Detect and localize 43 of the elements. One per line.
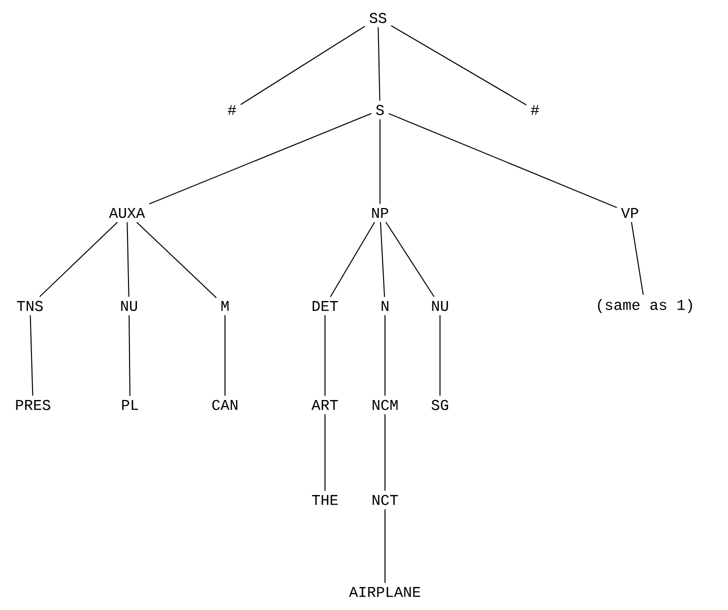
tree-label: M — [221, 301, 229, 311]
tree-label: S — [376, 104, 384, 116]
tree-branch — [388, 113, 618, 208]
tree-label: AIRPLANE — [349, 587, 420, 597]
tree-label: ART — [312, 400, 338, 410]
tree-branch — [384, 314, 386, 396]
tree-label: (same as 1) — [598, 299, 692, 313]
tree-branch — [378, 26, 380, 102]
tree-branch — [126, 222, 130, 298]
tree-branch — [385, 222, 435, 298]
tree-label: CAN — [212, 400, 238, 410]
tree-branch — [240, 26, 366, 106]
tree-branch — [630, 222, 644, 296]
tree-label: AUXA — [109, 208, 145, 218]
tree-label: NP — [372, 208, 388, 218]
tree-label: SS — [370, 12, 386, 24]
tree-branch — [324, 414, 326, 492]
tree-label: THE — [312, 495, 338, 505]
tree-branch — [390, 25, 527, 106]
tree-label: PRES — [16, 400, 50, 410]
tree-label: NU — [432, 300, 448, 311]
tree-label: # — [228, 105, 236, 115]
tree-branch — [384, 414, 386, 492]
tree-branch — [136, 222, 217, 298]
tree-branch — [128, 314, 130, 396]
tree-label: NCT — [372, 494, 398, 506]
tree-label: SG — [432, 400, 448, 410]
tree-branch — [224, 314, 226, 396]
tree-label: # — [530, 105, 540, 115]
tree-branch — [330, 222, 376, 298]
tree-label: VP — [621, 208, 638, 218]
tree-label: PL — [122, 400, 138, 410]
tree-branch — [39, 222, 118, 298]
tree-branch — [380, 222, 386, 298]
tree-branch — [148, 113, 372, 204]
tree-label: TNS — [17, 300, 43, 312]
tree-label: N — [382, 301, 388, 311]
tree-label: NCM — [372, 400, 398, 410]
tree-label: DET — [312, 301, 338, 311]
tree-branch — [324, 314, 326, 396]
tree-label: NU — [121, 300, 137, 311]
tree-branch — [30, 314, 34, 396]
tree-branch — [384, 508, 386, 584]
